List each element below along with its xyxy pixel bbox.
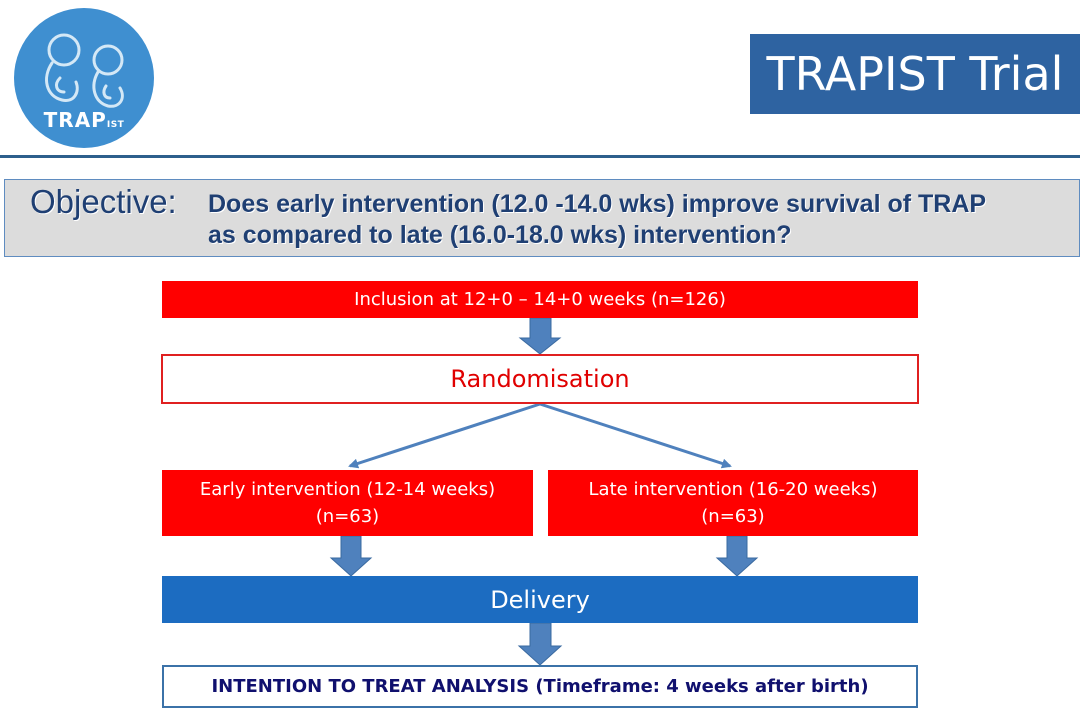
objective-box — [4, 179, 1080, 257]
late-intervention-box: Late intervention (16-20 weeks) (n=63) — [548, 470, 918, 536]
inclusion-box: Inclusion at 12+0 – 14+0 weeks (n=126) — [162, 281, 918, 318]
arrow-randomisation-to-early — [348, 402, 541, 469]
randomisation-box: Randomisation — [161, 354, 919, 404]
logo-wordmark: TRAPIST — [43, 108, 125, 132]
objective-question-line2: as compared to late (16.0-18.0 wks) inte… — [208, 221, 792, 249]
header-divider — [0, 155, 1080, 158]
delivery-box: Delivery — [162, 576, 918, 623]
analysis-box: INTENTION TO TREAT ANALYSIS (Timeframe: … — [162, 665, 918, 708]
arrow-late-to-delivery — [715, 535, 759, 577]
page-title: TRAPIST Trial — [750, 34, 1080, 114]
objective-label: Objective: — [30, 183, 177, 220]
fetus-logo-icon — [14, 8, 154, 148]
arrow-inclusion-to-randomisation — [518, 317, 562, 355]
arrow-early-to-delivery — [329, 535, 373, 577]
early-intervention-count: (n=63) — [315, 506, 380, 527]
early-intervention-label: Early intervention (12-14 weeks) — [199, 479, 496, 500]
late-intervention-label: Late intervention (16-20 weeks) — [588, 479, 878, 500]
arrow-delivery-to-analysis — [517, 622, 563, 666]
objective-question-line1: Does early intervention (12.0 -14.0 wks)… — [208, 190, 987, 218]
early-intervention-box: Early intervention (12-14 weeks) (n=63) — [162, 470, 533, 536]
trapist-logo: TRAPIST — [14, 8, 154, 148]
late-intervention-count: (n=63) — [701, 506, 765, 527]
arrow-randomisation-to-late — [539, 402, 732, 469]
